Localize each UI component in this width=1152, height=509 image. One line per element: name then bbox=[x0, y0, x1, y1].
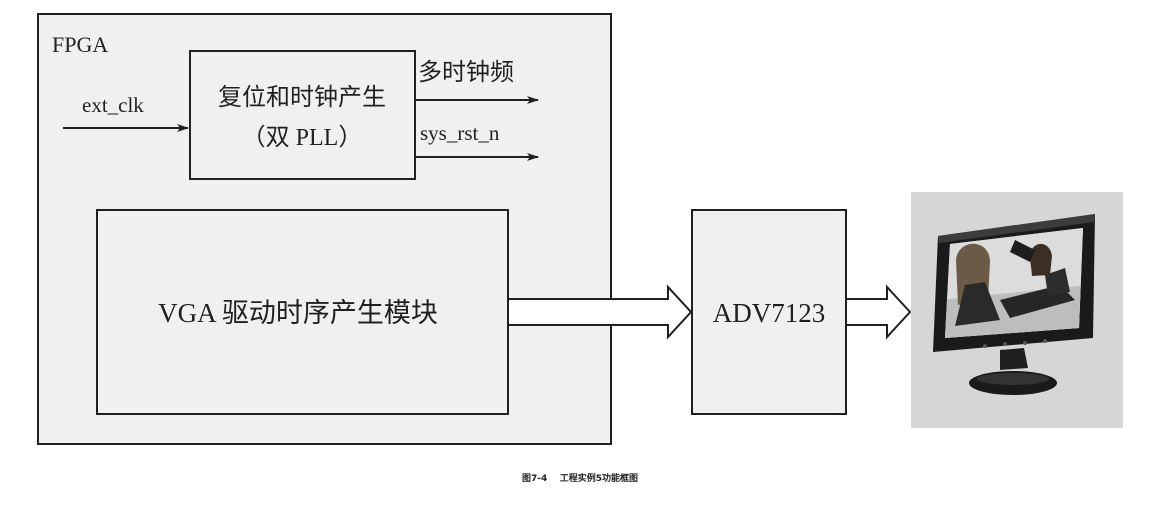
monitor-image bbox=[911, 192, 1123, 428]
monitor-buttons bbox=[983, 339, 1047, 348]
clock-reset-block bbox=[189, 50, 416, 180]
clock-block-title: 复位和时钟产生 bbox=[218, 84, 386, 111]
monitor-bezel-highlight bbox=[938, 214, 1095, 243]
figure-caption: 图7-4 工程实例5功能框图 bbox=[522, 472, 638, 484]
fpga-label: FPGA bbox=[52, 32, 108, 57]
dac-to-monitor-arrow bbox=[845, 284, 912, 340]
vga-timing-label: VGA 驱动时序产生模块 bbox=[158, 298, 438, 328]
sys-rst-n-label: sys_rst_n bbox=[420, 121, 500, 145]
adv7123-label: ADV7123 bbox=[713, 298, 826, 328]
ext-clk-label: ext_clk bbox=[82, 93, 144, 117]
clock-block-subtitle: （双 PLL） bbox=[242, 125, 363, 151]
multi-clock-label: 多时钟频 bbox=[418, 59, 514, 86]
vga-timing-block bbox=[96, 209, 509, 415]
adv7123-block bbox=[691, 209, 847, 415]
monitor-stand bbox=[1000, 348, 1028, 370]
vga-to-dac-arrow bbox=[507, 284, 693, 340]
